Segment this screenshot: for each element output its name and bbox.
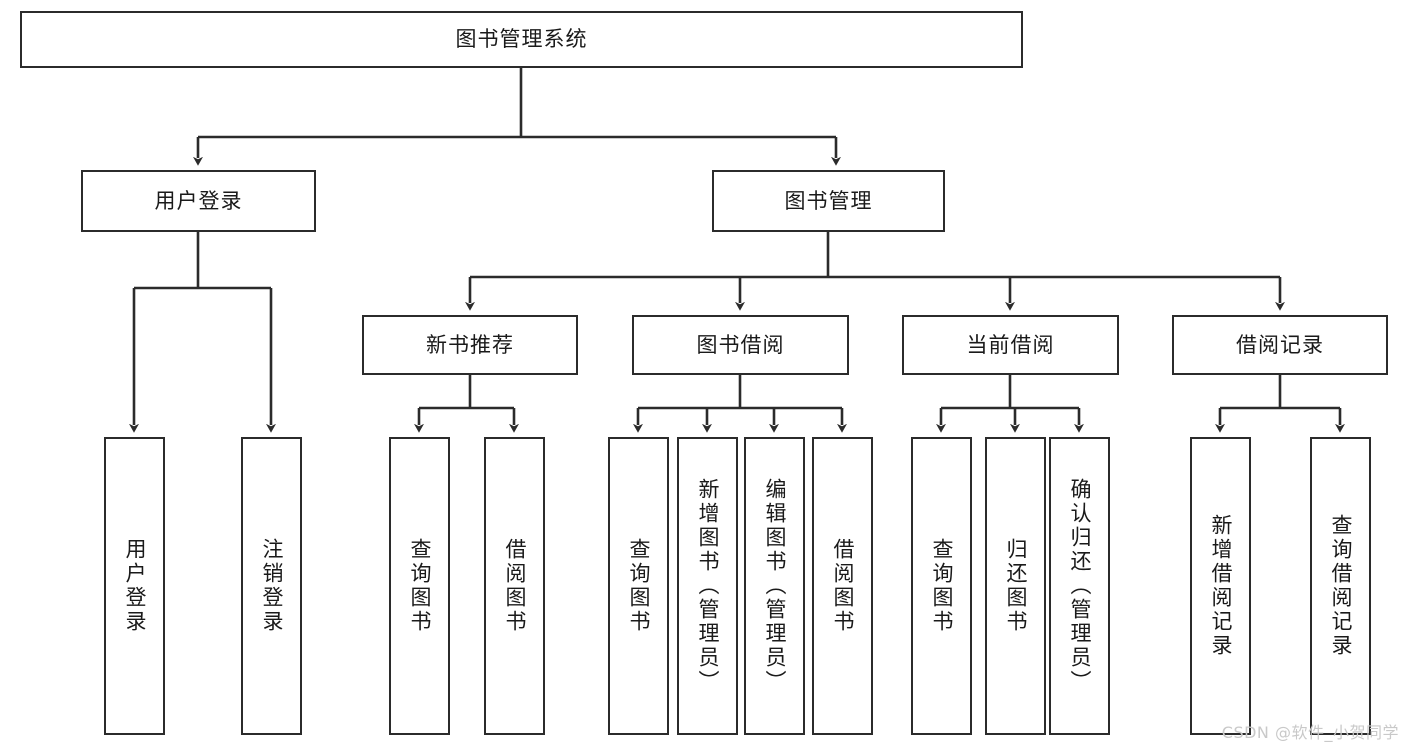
node-tier2-book-management[interactable]: 图书管理 [712,170,945,232]
node-tier2-user-login[interactable]: 用户登录 [81,170,316,232]
node-leaf-edit-book-admin[interactable]: 编辑图书（管理员） [744,437,805,735]
node-leaf-confirm-return-admin[interactable]: 确认归还（管理员） [1049,437,1110,735]
node-leaf-query-books-current[interactable]: 查询图书 [911,437,972,735]
node-tier3-new-book-recommendation[interactable]: 新书推荐 [362,315,578,375]
node-leaf-borrow-books[interactable]: 借阅图书 [812,437,873,735]
node-root[interactable]: 图书管理系统 [20,11,1023,68]
watermark: CSDN @软件_小贺同学 [1221,723,1399,742]
node-leaf-add-borrow-record[interactable]: 新增借阅记录 [1190,437,1251,735]
node-leaf-add-book-admin[interactable]: 新增图书（管理员） [677,437,738,735]
node-leaf-logout[interactable]: 注销登录 [241,437,302,735]
node-tier3-current-borrowing[interactable]: 当前借阅 [902,315,1119,375]
node-tier3-borrow-records[interactable]: 借阅记录 [1172,315,1388,375]
node-leaf-query-books-borrowing[interactable]: 查询图书 [608,437,669,735]
node-leaf-query-books-recommend[interactable]: 查询图书 [389,437,450,735]
node-leaf-return-books[interactable]: 归还图书 [985,437,1046,735]
node-leaf-query-borrow-record[interactable]: 查询借阅记录 [1310,437,1371,735]
node-leaf-borrow-books-recommend[interactable]: 借阅图书 [484,437,545,735]
node-leaf-user-login[interactable]: 用户登录 [104,437,165,735]
node-tier3-book-borrowing[interactable]: 图书借阅 [632,315,849,375]
